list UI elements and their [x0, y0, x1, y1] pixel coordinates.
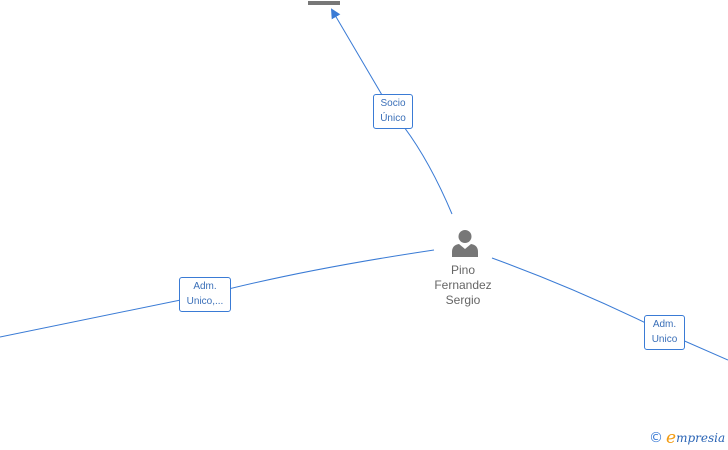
person-name-line: Fernandez: [434, 278, 492, 292]
person-icon[interactable]: [450, 228, 480, 258]
edge-label-line: Unico: [651, 334, 678, 345]
edge-label-line: Adm.: [652, 319, 677, 330]
person-name-line: Pino: [450, 263, 476, 277]
edge-label-socio-unico[interactable]: Socio Único: [373, 94, 413, 129]
edge-label-line: Único: [380, 113, 406, 124]
copyright-icon: ©: [649, 430, 663, 446]
edge-label-line: Socio: [380, 98, 406, 109]
person-name-line: Sergio: [445, 293, 481, 307]
edge-label-line: Unico,...: [186, 296, 224, 307]
brand-logo-initial: e: [666, 428, 677, 448]
brand-logo-text: mpresia: [676, 431, 726, 445]
edge-label-adm-unico-right[interactable]: Adm. Unico: [644, 315, 685, 350]
edge-line-right: [491, 257, 728, 361]
copyright-brand: © e mpresia: [649, 429, 725, 447]
edge-label-line: Adm.: [193, 281, 217, 292]
edge-label-adm-unico-left[interactable]: Adm. Unico,...: [179, 277, 231, 312]
person-node-name[interactable]: Pino Fernandez Sergio: [415, 263, 511, 308]
building-icon[interactable]: [306, 0, 342, 6]
